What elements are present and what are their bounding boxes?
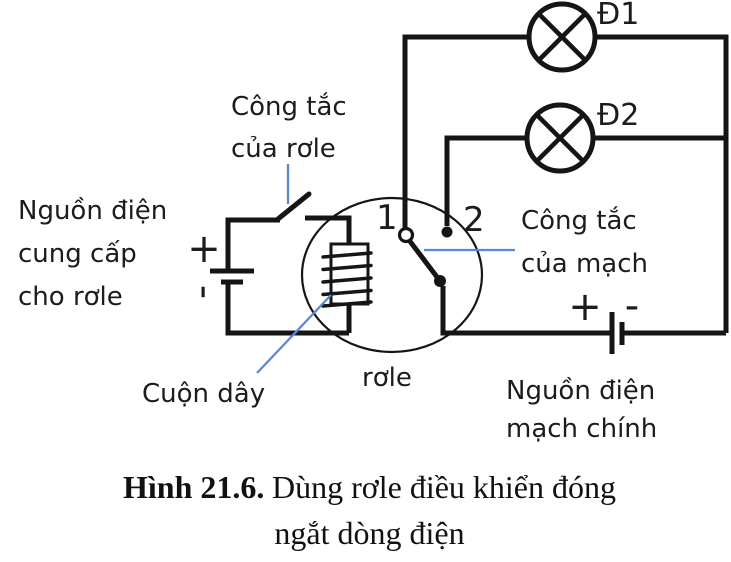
main-switch-label-line2: của mạch — [521, 249, 649, 279]
relay-wire-left — [225, 217, 280, 269]
relay-switch-arm — [275, 191, 312, 222]
wire-contact1-to-lamp1 — [402, 34, 529, 228]
coil-turn-2 — [321, 263, 373, 272]
coil-turn-4 — [321, 288, 373, 297]
lamp1-cross-2 — [537, 12, 587, 62]
relay-label: rơle — [362, 363, 412, 393]
lamp2-cross-2 — [535, 113, 585, 163]
contact2-label: 2 — [463, 200, 485, 240]
contact2-terminal — [441, 226, 453, 238]
figure-caption-text1: Dùng rơle điều khiển đóng — [272, 469, 616, 505]
leader-coil — [256, 294, 332, 374]
main-wire-bottom-left — [440, 286, 610, 336]
relay-wire-bottom — [225, 284, 349, 336]
figure-caption-number: Hình 21.6. — [122, 469, 265, 505]
relay-switch-label-line1: Công tắc — [231, 92, 347, 122]
wire-contact2-to-lamp2 — [444, 135, 527, 226]
main-switch-label: Công tắc của mạch — [521, 200, 648, 286]
main-source-label-line1: Nguồn điện — [506, 376, 656, 406]
coil-label: Cuộn dây — [142, 379, 266, 409]
relay-battery-plus-sign: + — [187, 226, 221, 272]
wire-lamp1-to-right — [595, 34, 729, 333]
relay-source-label: Nguồn điện cung cấp cho rơle — [18, 190, 167, 319]
figure-caption: Hình 21.6.Dùng rơle điều khiển đóng ngắt… — [8, 464, 731, 556]
main-source-label: Nguồn điện mạch chính — [506, 372, 657, 448]
lamp2-label: Đ2 — [597, 98, 640, 133]
relay-boundary-ellipse — [300, 196, 484, 354]
coil-turn-1 — [321, 251, 373, 259]
lamp1-label: Đ1 — [597, 0, 640, 32]
main-battery-minus-sign: - — [624, 283, 640, 329]
relay-battery-minus-sign: - — [182, 284, 228, 300]
main-source-label-line2: mạch chính — [506, 414, 658, 444]
figure-caption-line2: ngắt dòng điện — [274, 515, 465, 551]
relay-wire-to-coil — [305, 215, 352, 245]
relay-switch-label-line2: của rơle — [231, 134, 336, 164]
armature-arm — [406, 237, 440, 280]
contact1-terminal — [397, 226, 415, 244]
figure-caption-line1: Hình 21.6.Dùng rơle điều khiển đóng — [8, 464, 731, 510]
relay-source-label-line3: cho rơle — [18, 282, 123, 312]
coil-turn-3 — [321, 276, 373, 284]
main-switch-label-line1: Công tắc — [521, 206, 637, 236]
main-battery-plus-sign: + — [568, 284, 602, 330]
relay-switch-label: Công tắc của rơle — [231, 86, 347, 170]
relay-source-label-line2: cung cấp — [18, 239, 137, 269]
contact1-label: 1 — [376, 198, 398, 238]
relay-source-label-line1: Nguồn điện — [18, 196, 168, 226]
